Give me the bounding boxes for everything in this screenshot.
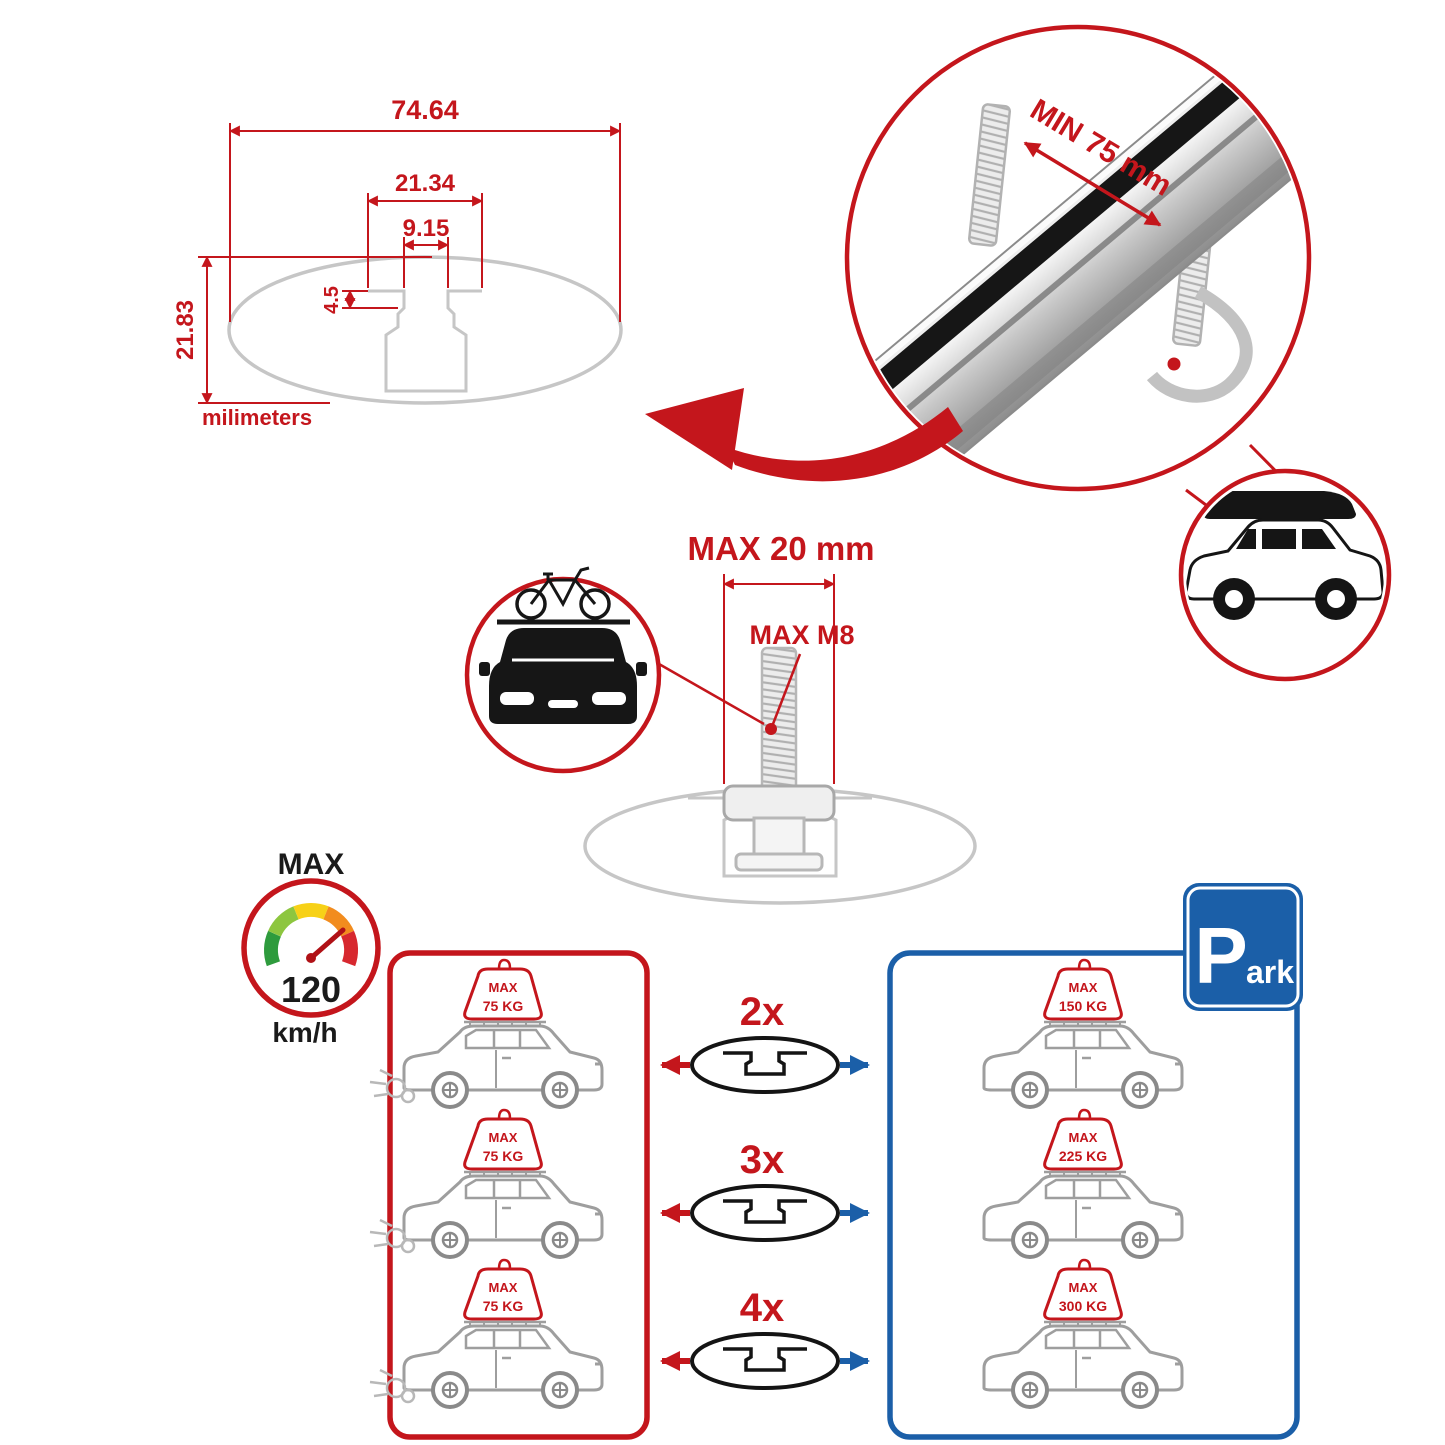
gauge-arc bbox=[264, 902, 359, 967]
headlight-left bbox=[500, 692, 534, 705]
bar-detail-circle: MIN 75 mm bbox=[844, 24, 1334, 530]
u-bracket-strap bbox=[1146, 286, 1253, 403]
dimension-slot-opening: 9.15 bbox=[403, 215, 450, 242]
parking-sign-board bbox=[1183, 883, 1303, 1011]
bag-weight-label: 75 KG bbox=[483, 998, 524, 1014]
bag-weight-label: 150 KG bbox=[1059, 998, 1107, 1014]
bag-weight-label: 300 KG bbox=[1059, 1298, 1107, 1314]
dimension-channel-outer: 21.34 bbox=[395, 170, 456, 197]
dimension-total-height: 21.83 bbox=[172, 300, 199, 360]
bag-max-label: MAX bbox=[1069, 1130, 1098, 1145]
parked-car-3: MAX 300 KG bbox=[982, 1258, 1184, 1409]
rubber-strip bbox=[851, 34, 1296, 471]
bag-weight-label: 225 KG bbox=[1059, 1148, 1107, 1164]
thread-point-dot bbox=[765, 723, 777, 735]
attachment-point-dot bbox=[1167, 357, 1181, 371]
multiplier-label: 2x bbox=[740, 990, 785, 1034]
threaded-rod-left bbox=[968, 103, 1012, 247]
t-slot-channel-outline bbox=[368, 289, 482, 393]
pointer-arrow bbox=[645, 388, 963, 482]
dimension-total-width: 74.64 bbox=[391, 95, 459, 125]
parking-sign-initial: P bbox=[1194, 911, 1247, 1000]
gauge-title: MAX bbox=[278, 848, 345, 881]
bag-weight-label: 75 KG bbox=[483, 1298, 524, 1314]
driving-car-2: MAX 75 KG bbox=[368, 1108, 604, 1259]
car-bike-circle bbox=[464, 566, 662, 774]
speed-limit-value: 120 bbox=[281, 969, 341, 1010]
driving-car-3: MAX 75 KG bbox=[368, 1258, 604, 1409]
multiplier-row-2: 3x bbox=[660, 1138, 870, 1242]
cross-section-diagram: 74.64 21.34 9.15 4.5 21.83 milimeters bbox=[172, 95, 623, 430]
bolt-diagram: MAX 20 mm MAX M8 bbox=[583, 530, 977, 905]
crossbar-profile-ellipse bbox=[227, 255, 623, 405]
dimension-lip-depth: 4.5 bbox=[321, 286, 343, 314]
bolt-flange bbox=[722, 784, 836, 822]
gauge-needle bbox=[308, 927, 346, 961]
parking-sign: P ark bbox=[1183, 883, 1303, 1011]
threaded-stud bbox=[760, 646, 798, 792]
max-bolt-label: MAX 20 mm bbox=[687, 530, 874, 567]
gauge-ring bbox=[241, 878, 381, 1018]
roof-box bbox=[1203, 491, 1356, 519]
parked-car-2: MAX 225 KG bbox=[982, 1108, 1184, 1259]
multiplier-label: 4x bbox=[740, 1286, 785, 1330]
t-nut-foot bbox=[734, 852, 824, 872]
bag-max-label: MAX bbox=[489, 1280, 518, 1295]
headlight-right bbox=[592, 692, 626, 705]
bag-max-label: MAX bbox=[1069, 1280, 1098, 1295]
parking-sign-suffix: ark bbox=[1246, 954, 1294, 990]
units-label: milimeters bbox=[202, 405, 312, 430]
bag-max-label: MAX bbox=[1069, 980, 1098, 995]
multiplier-label: 3x bbox=[740, 1138, 785, 1182]
aluminum-crossbar bbox=[851, 31, 1305, 485]
driving-car-1: MAX 75 KG bbox=[368, 958, 604, 1109]
multiplier-row-3: 4x bbox=[660, 1286, 870, 1390]
max-thread-label: MAX M8 bbox=[749, 620, 854, 650]
suv-roofbox-circle bbox=[1178, 468, 1392, 682]
bike-circle-leader bbox=[658, 662, 765, 726]
speed-limit-gauge: MAX 120 km/h bbox=[241, 848, 381, 1048]
speed-limit-units: km/h bbox=[272, 1017, 337, 1048]
multiplier-row-1: 2x bbox=[660, 990, 870, 1094]
bag-max-label: MAX bbox=[489, 1130, 518, 1145]
bag-weight-label: 75 KG bbox=[483, 1148, 524, 1164]
bag-max-label: MAX bbox=[489, 980, 518, 995]
bike-icon bbox=[515, 566, 611, 620]
parked-car-1: MAX 150 KG bbox=[982, 958, 1184, 1109]
car-front-icon bbox=[479, 628, 647, 724]
